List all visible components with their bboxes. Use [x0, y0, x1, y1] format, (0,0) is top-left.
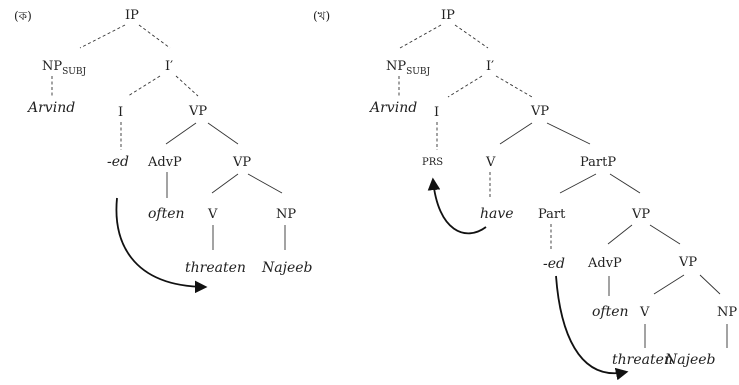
right-tree: (খ) IP NPSUBJ I′ Arvind I VP PRS V PartP… — [313, 8, 737, 381]
right-part-label: Part — [538, 207, 566, 222]
right-edge-vp-v — [499, 122, 533, 145]
right-subject-word: Arvind — [368, 100, 417, 116]
left-vp-inner-label: VP — [232, 155, 251, 170]
right-vp2-label: VP — [631, 207, 650, 222]
left-vp-top-label: VP — [188, 104, 207, 119]
right-threaten-word: threaten — [612, 352, 673, 368]
right-panel-label: (খ) — [313, 9, 330, 23]
right-edge-vp2-advp — [607, 224, 633, 245]
right-np-subj-label: NPSUBJ — [386, 59, 430, 77]
left-ibar-label: I′ — [165, 59, 173, 74]
left-subject-word: Arvind — [26, 100, 75, 116]
right-ibar-label: I′ — [486, 59, 494, 74]
left-ip-label: IP — [125, 8, 139, 23]
right-np-label: NP — [717, 305, 737, 320]
left-edge-ip-ibar — [138, 24, 171, 49]
left-edge-vp-v — [211, 173, 239, 194]
right-edge-ibar-i — [447, 75, 483, 98]
right-edge-ibar-vp — [495, 75, 533, 98]
left-edge-vp-advp — [165, 122, 197, 145]
right-edge-ip-ibar — [454, 24, 489, 49]
left-edge-ip-np — [79, 24, 126, 49]
left-i-label: I — [118, 105, 123, 120]
left-often-word: often — [148, 206, 185, 222]
right-ed-word: -ed — [543, 256, 565, 272]
right-vp3-label: VP — [678, 255, 697, 270]
left-panel-label: (ক) — [14, 9, 32, 23]
left-movement-arrow — [115, 197, 208, 294]
right-v2-label: V — [639, 305, 650, 320]
left-np-label: NP — [276, 207, 296, 222]
right-vp1-label: VP — [530, 104, 549, 119]
right-v-label: V — [485, 155, 496, 170]
right-prs-label: PRS — [422, 157, 443, 168]
left-edge-ibar-i — [127, 75, 161, 97]
left-najeeb-word: Najeeb — [261, 260, 313, 276]
left-np-subj-label: NPSUBJ — [42, 59, 86, 77]
right-ip-label: IP — [441, 8, 455, 23]
right-have-word: have — [480, 206, 514, 222]
right-edge-partp-vp — [609, 173, 641, 194]
right-partp-label: PartP — [580, 155, 616, 170]
left-threaten-word: threaten — [185, 260, 246, 276]
left-edge-vp-vp — [207, 122, 239, 145]
right-edge-partp-part — [559, 173, 597, 194]
left-edge-ibar-vp — [175, 75, 199, 97]
left-edge-vp-np — [247, 173, 283, 194]
left-tree: (ক) IP NPSUBJ I′ Arvind I VP -ed AdvP VP… — [14, 8, 313, 294]
right-edge-ip-np — [399, 24, 442, 49]
right-edge-vp-partp — [546, 122, 591, 145]
right-have-movement-arrow — [427, 177, 487, 235]
left-v-label: V — [207, 207, 218, 222]
right-najeeb-word: Najeeb — [664, 352, 716, 368]
right-often-word: often — [592, 304, 629, 320]
left-ed-word: -ed — [107, 154, 129, 170]
left-advp-label: AdvP — [147, 155, 182, 170]
right-advp-label: AdvP — [587, 256, 622, 271]
right-i-label: I — [434, 105, 439, 120]
right-edge-vp2-vp3 — [649, 224, 681, 245]
right-edge-vp3-np — [699, 274, 721, 295]
right-ed-movement-arrow — [555, 275, 629, 381]
right-edge-vp3-v — [653, 274, 685, 295]
